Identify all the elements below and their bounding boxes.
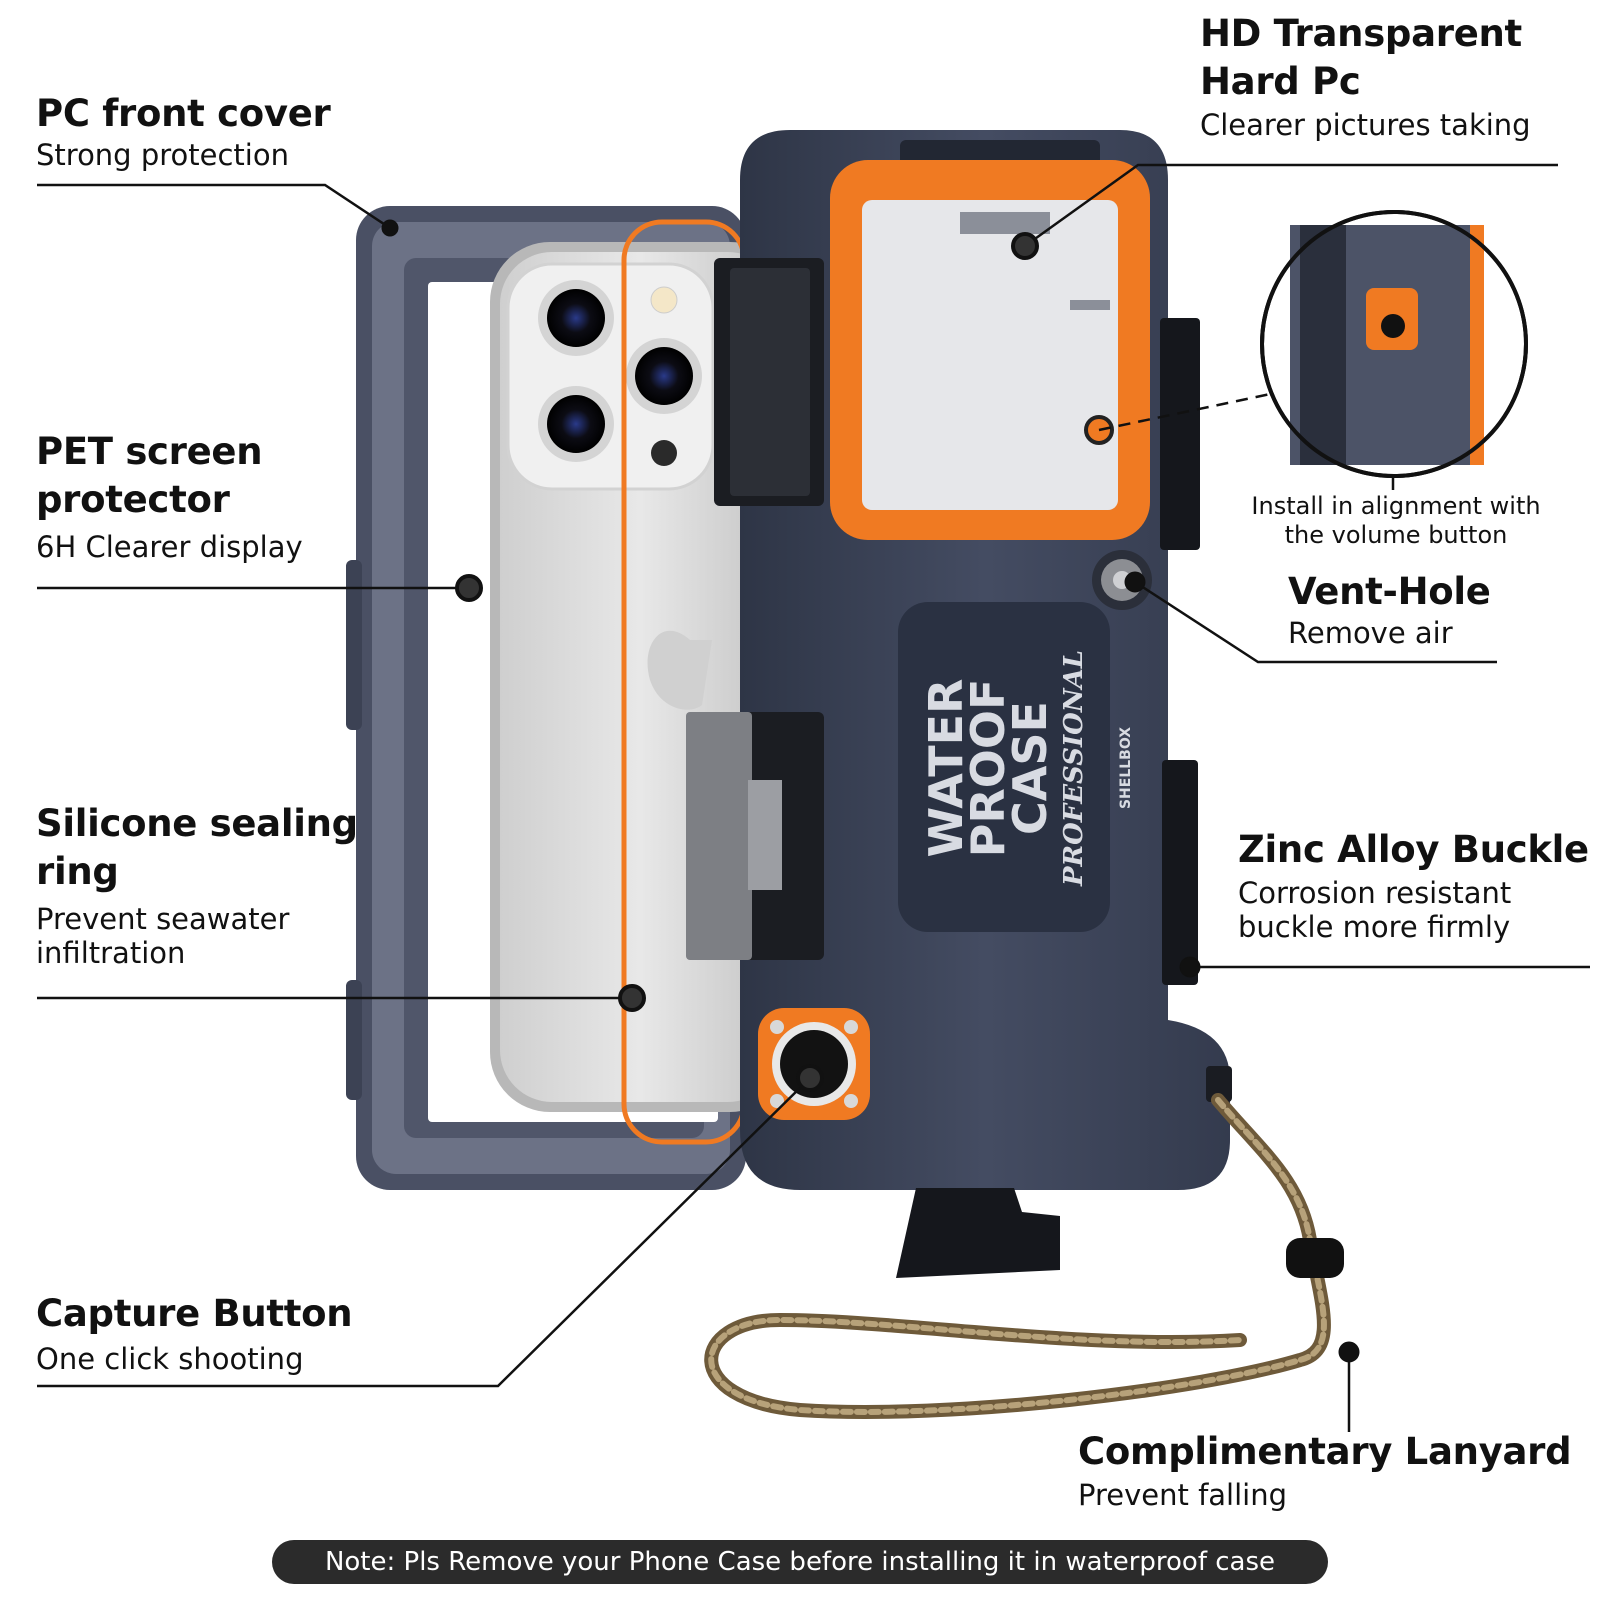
callout-vent-hole: Vent-Hole Remove air — [1288, 568, 1491, 650]
print-case: CASE — [1003, 701, 1057, 835]
print-water: WATER — [919, 679, 973, 858]
leader-pc-front-cover — [37, 183, 391, 230]
print-professional: PROFESSIONAL — [1059, 650, 1089, 887]
callout-title: Complimentary Lanyard — [1078, 1430, 1572, 1473]
callout-title-line1: HD Transparent — [1200, 12, 1522, 55]
callout-title-line2: protector — [36, 478, 230, 521]
install-note-line2: the volume button — [1284, 521, 1508, 549]
callout-title: Vent-Hole — [1288, 570, 1491, 613]
leader-vent-hole — [1134, 580, 1497, 664]
callout-subtitle: 6H Clearer display — [36, 530, 303, 564]
waterproof-case-body — [686, 130, 1232, 1278]
remove-case-note: Note: Pls Remove your Phone Case before … — [272, 1540, 1328, 1584]
callout-subtitle-line1: Corrosion resistant — [1238, 876, 1512, 910]
callout-subtitle: Strong protection — [36, 138, 289, 172]
print-proof: PROOF — [961, 679, 1015, 858]
dashed-leader-detail — [1098, 390, 1281, 432]
callout-pet-screen-protector: PET screen protector 6H Clearer display — [36, 428, 303, 564]
volume-detail-magnifier — [1260, 210, 1528, 478]
callout-title-line1: Silicone sealing — [36, 802, 358, 845]
leader-lines — [37, 163, 1590, 1432]
callout-title: Zinc Alloy Buckle — [1238, 828, 1589, 871]
lanyard — [704, 1093, 1344, 1419]
leader-capture-button — [37, 1077, 811, 1388]
callout-title: PC front cover — [36, 92, 331, 135]
leader-hd-pc — [1024, 163, 1558, 248]
callout-subtitle: Clearer pictures taking — [1200, 108, 1531, 142]
leader-dots — [381, 219, 1360, 1363]
callout-zinc-alloy-buckle: Zinc Alloy Buckle Corrosion resistant bu… — [1238, 826, 1589, 944]
callout-title: Capture Button — [36, 1292, 353, 1335]
callout-subtitle: Prevent falling — [1078, 1478, 1288, 1512]
callout-title-line2: ring — [36, 850, 119, 893]
callout-subtitle-line1: Prevent seawater — [36, 902, 290, 936]
callout-title-line2: Hard Pc — [1200, 60, 1361, 103]
callout-silicone-sealing-ring: Silicone sealing ring Prevent seawater i… — [36, 800, 358, 970]
callout-pc-front-cover: PC front cover Strong protection — [36, 90, 331, 172]
callout-subtitle-line2: buckle more firmly — [1238, 910, 1511, 944]
callout-capture-button: Capture Button One click shooting — [36, 1290, 353, 1376]
callout-complimentary-lanyard: Complimentary Lanyard Prevent falling — [1078, 1428, 1572, 1512]
callout-title-line1: PET screen — [36, 430, 263, 473]
callout-subtitle: Remove air — [1288, 616, 1453, 650]
callout-install-alignment: Install in alignment with the volume but… — [1226, 492, 1566, 550]
print-brand: SHELLBOX — [1118, 727, 1134, 809]
callout-subtitle: One click shooting — [36, 1342, 304, 1376]
callout-hd-transparent-pc: HD Transparent Hard Pc Clearer pictures … — [1200, 10, 1531, 142]
case-print-text: WATER PROOF CASE PROFESSIONAL SHELLBOX — [919, 650, 1134, 887]
callout-subtitle-line2: infiltration — [36, 936, 186, 970]
install-note-line1: Install in alignment with — [1251, 492, 1541, 520]
